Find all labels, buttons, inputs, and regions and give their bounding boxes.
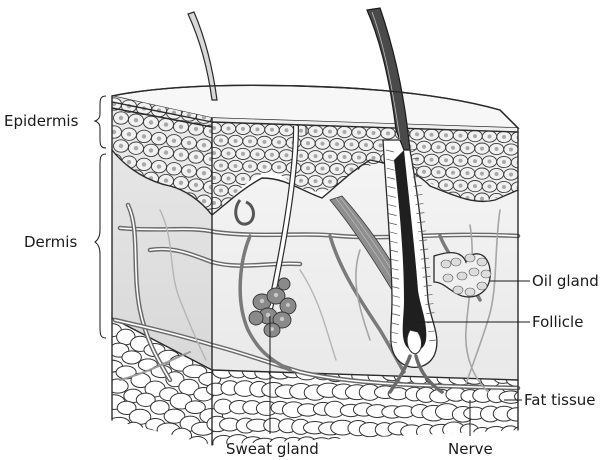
label-braces <box>95 96 106 338</box>
fat-cell <box>423 442 446 457</box>
oil-cell <box>477 258 487 266</box>
oil-cell <box>451 258 461 266</box>
fat-cell <box>499 391 522 403</box>
oil-cell <box>441 260 451 268</box>
label-sweat-gland: Sweat gland <box>226 440 319 458</box>
oil-cell <box>465 288 475 296</box>
oil-cell <box>477 282 487 290</box>
fat-cell <box>512 426 534 441</box>
fat-cell <box>200 447 223 460</box>
oil-cell <box>443 274 453 282</box>
fat-cell <box>505 445 528 460</box>
oil-cell <box>453 286 463 294</box>
fat-cell <box>179 451 198 460</box>
label-epidermis: Epidermis <box>4 112 79 130</box>
fat-cell <box>397 441 416 456</box>
fat-cell <box>491 444 514 457</box>
fat-cell <box>164 445 187 458</box>
oil-cell <box>465 254 475 262</box>
fat-cell <box>411 442 431 457</box>
label-nerve: Nerve <box>448 440 493 458</box>
epidermis-cell <box>518 144 532 155</box>
fat-cell <box>150 436 171 452</box>
label-oil-gland: Oil gland <box>532 272 599 290</box>
fat-cell <box>206 455 226 460</box>
epidermis-brace <box>95 96 106 148</box>
fat-cell <box>507 408 526 421</box>
oil-cell <box>481 270 491 278</box>
fat-cell <box>122 351 141 364</box>
oil-cell <box>469 268 479 276</box>
epidermis-cell <box>518 169 532 180</box>
fat-cell <box>107 379 128 393</box>
epidermis-cell <box>518 194 532 205</box>
fat-cell <box>382 441 400 453</box>
dermis-brace <box>95 154 106 338</box>
fat-cell <box>108 417 130 429</box>
label-fat-tissue: Fat tissue <box>524 391 596 409</box>
label-follicle: Follicle <box>532 313 583 331</box>
oil-cell <box>457 272 467 280</box>
label-dermis: Dermis <box>24 233 77 251</box>
